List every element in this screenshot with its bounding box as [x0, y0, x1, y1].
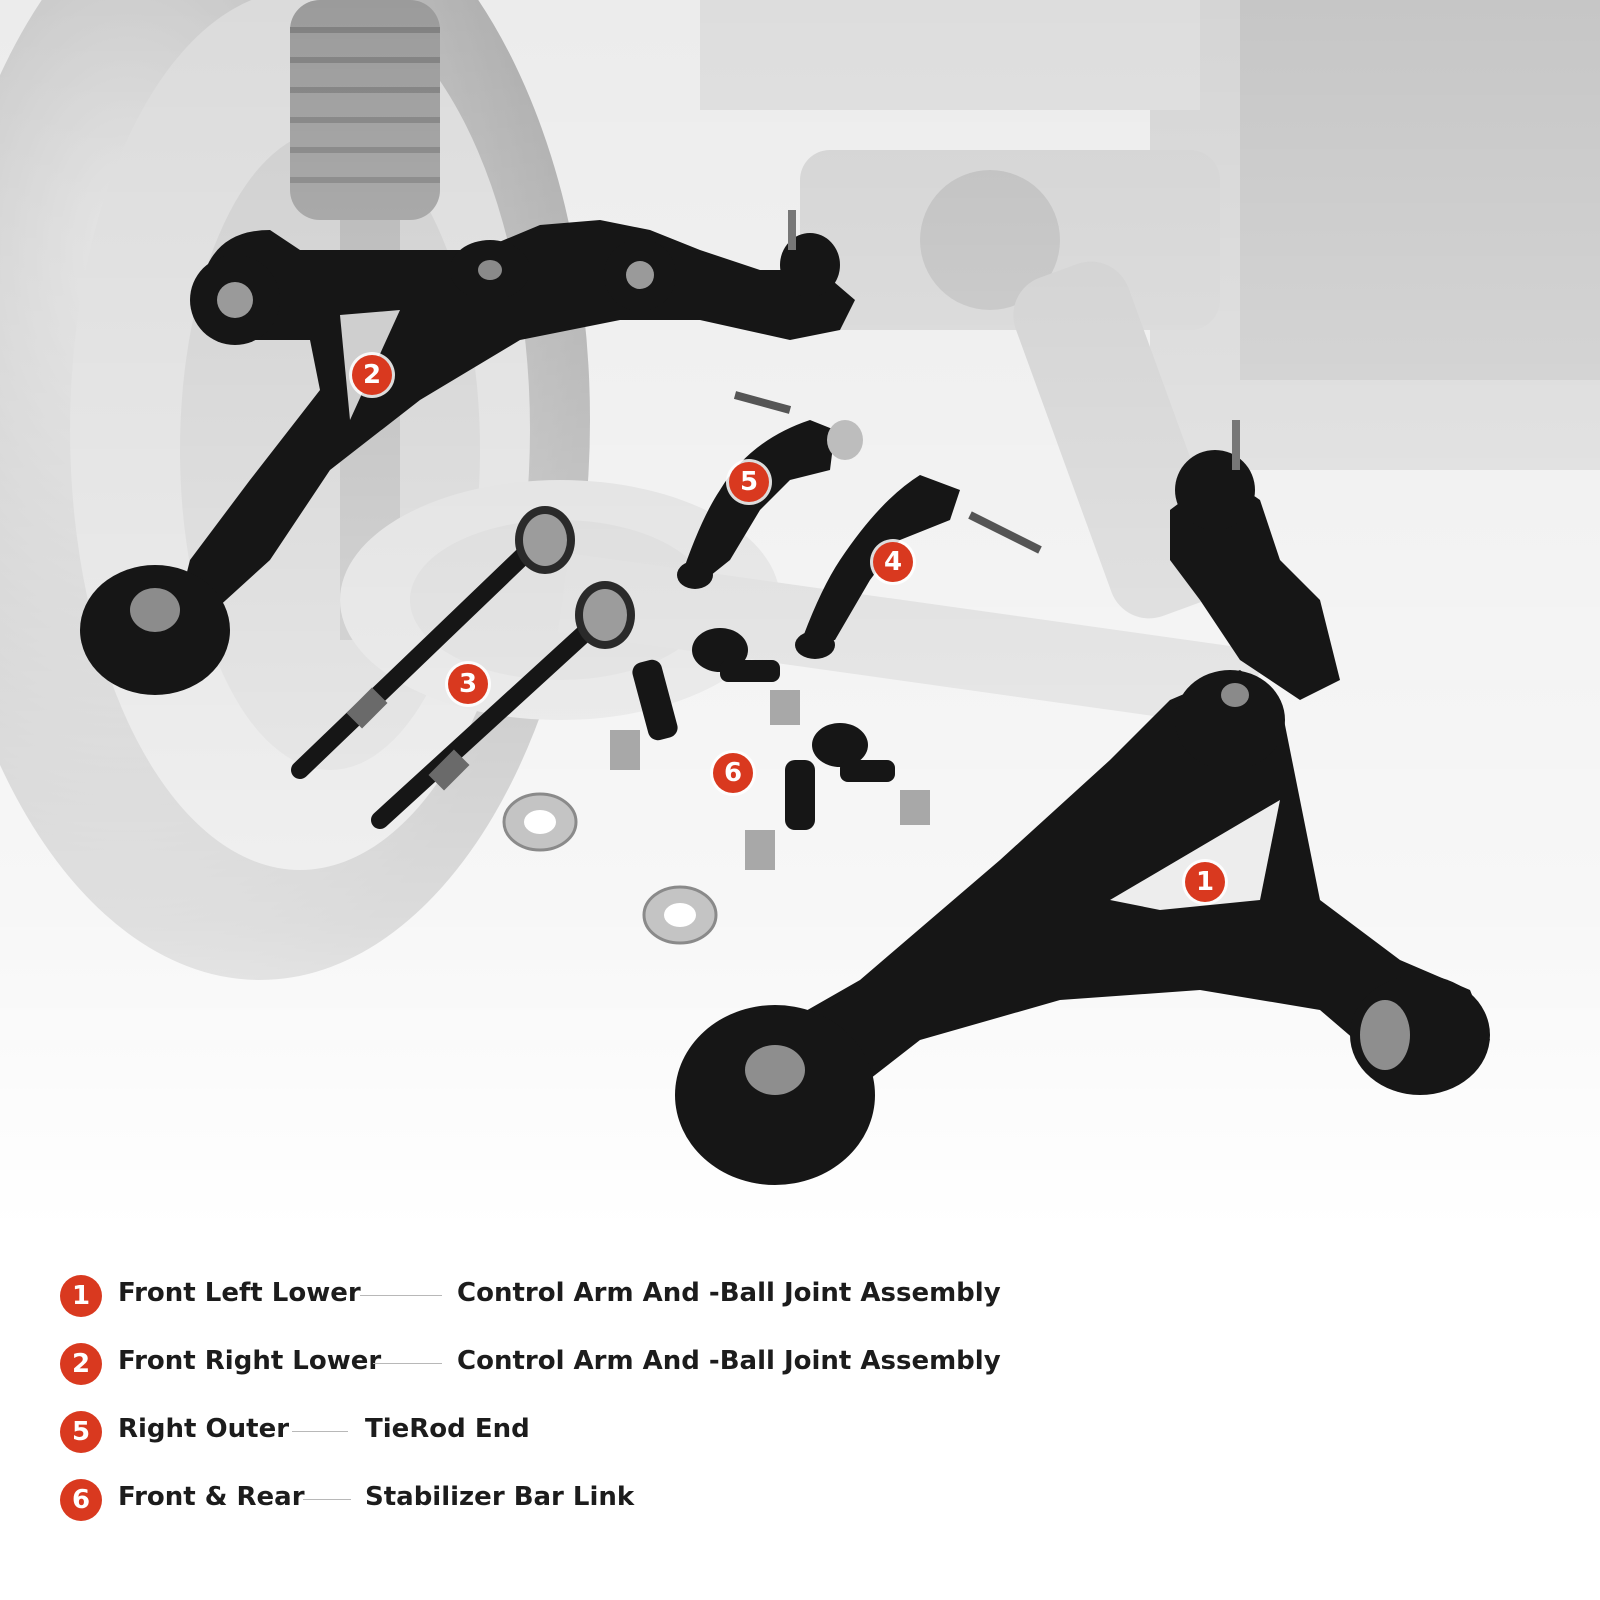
- callout-badge-1: 1: [1185, 862, 1225, 902]
- legend-part-name: Control Arm And -Ball Joint Assembly: [457, 1278, 1001, 1308]
- stabilizer-bar-links: [610, 628, 930, 870]
- callout-badge-6: 6: [713, 753, 753, 793]
- legend-item: 1 Front Left Lower Control Arm And -Ball…: [60, 1275, 1260, 1343]
- parts-legend: 1 Front Left Lower Control Arm And -Ball…: [60, 1275, 1260, 1547]
- callout-badge-5: 5: [729, 462, 769, 502]
- washers: [502, 792, 718, 945]
- suspension-illustration: [0, 0, 1600, 1230]
- product-scene: 1 2 3 4 5 6: [0, 0, 1600, 1230]
- legend-number-badge: 6: [60, 1479, 102, 1521]
- legend-divider: [292, 1431, 348, 1432]
- legend-divider: [303, 1499, 351, 1500]
- legend-position: Front Left Lower: [118, 1278, 361, 1308]
- legend-divider: [373, 1363, 442, 1364]
- legend-position: Front Right Lower: [118, 1346, 382, 1376]
- control-arm-front-left: [675, 420, 1490, 1185]
- legend-number-badge: 2: [60, 1343, 102, 1385]
- legend-number-badge: 5: [60, 1411, 102, 1453]
- legend-position: Front & Rear: [118, 1482, 305, 1512]
- inner-tie-rods: [291, 506, 635, 829]
- legend-position: Right Outer: [118, 1414, 290, 1444]
- legend-number-badge: 1: [60, 1275, 102, 1317]
- control-arm-front-right: [80, 210, 855, 695]
- legend-part-name: Stabilizer Bar Link: [365, 1482, 635, 1512]
- legend-item: 2 Front Right Lower Control Arm And -Bal…: [60, 1343, 1260, 1411]
- callout-badge-4: 4: [873, 542, 913, 582]
- legend-item: 6 Front & Rear Stabilizer Bar Link: [60, 1479, 1260, 1547]
- callout-badge-3: 3: [448, 664, 488, 704]
- legend-part-name: TieRod End: [365, 1414, 530, 1444]
- callout-badge-2: 2: [352, 355, 392, 395]
- legend-divider: [360, 1295, 442, 1296]
- legend-part-name: Control Arm And -Ball Joint Assembly: [457, 1346, 1001, 1376]
- legend-item: 5 Right Outer TieRod End: [60, 1411, 1260, 1479]
